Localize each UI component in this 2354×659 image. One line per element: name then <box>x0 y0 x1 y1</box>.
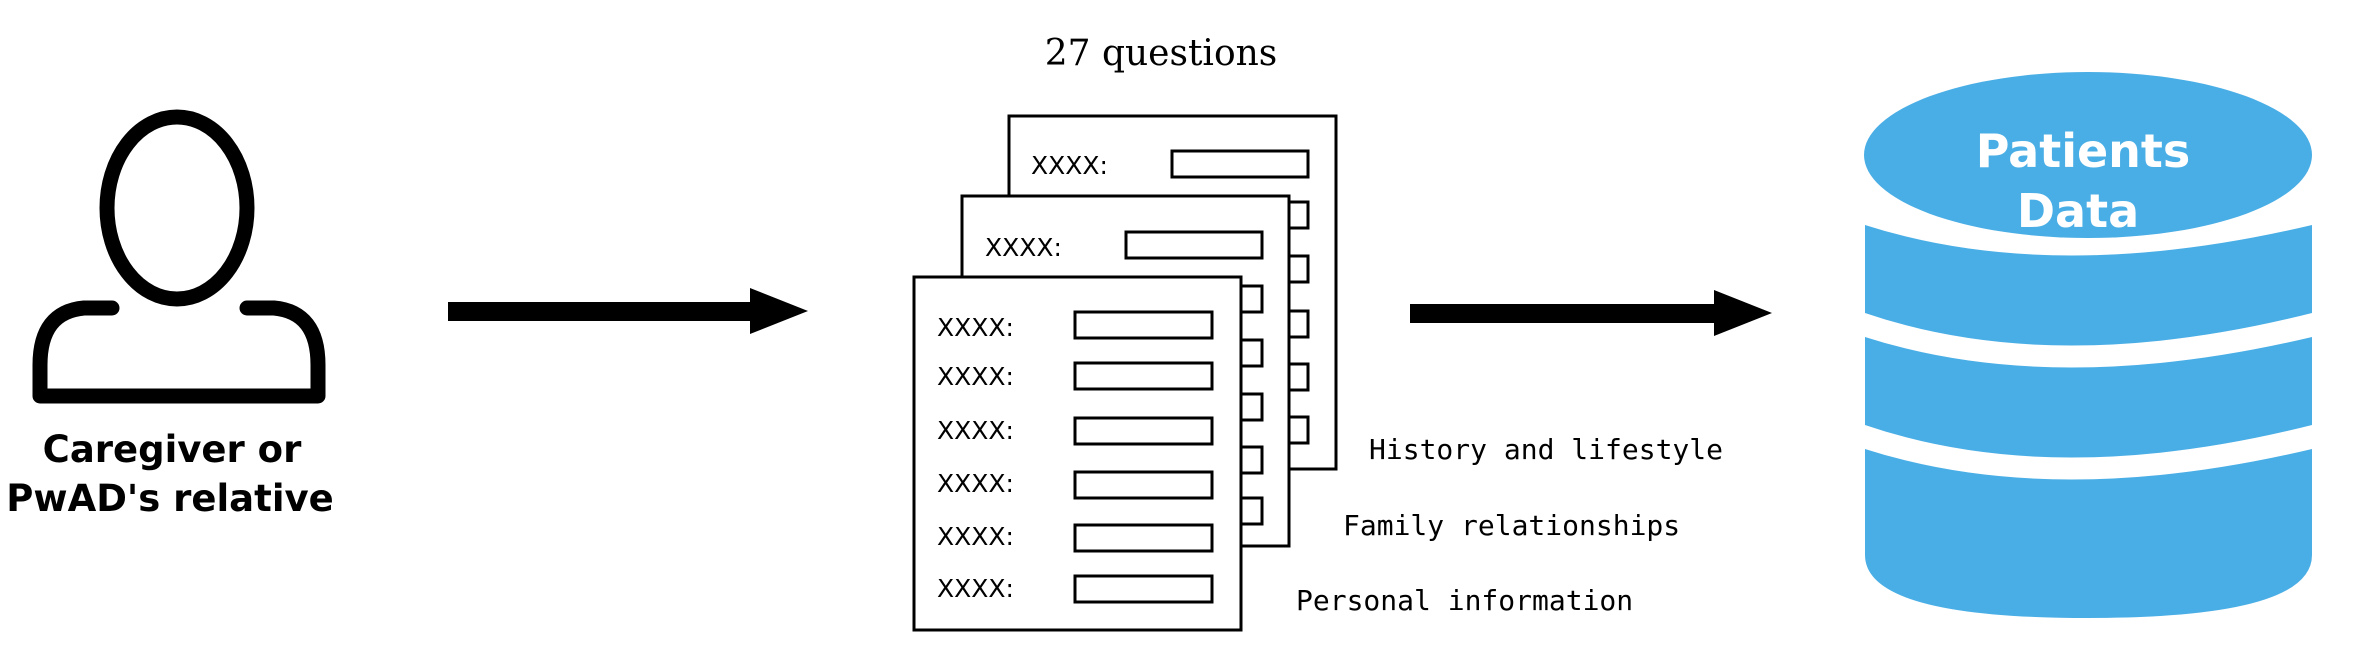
arrow-right-icon <box>448 288 808 334</box>
person-shoulders <box>32 300 326 404</box>
questions-count-label: 27 questions <box>1045 33 1278 74</box>
database-top <box>1864 72 2312 238</box>
form-field-label: XXXX: <box>937 522 1014 551</box>
form-field-label: XXXX: <box>937 362 1014 391</box>
database-icon <box>1864 72 2312 618</box>
database-layer-upper <box>1865 225 2312 346</box>
person-icon <box>32 109 326 404</box>
form-field-label: XXXX: <box>985 233 1062 262</box>
form-field-label: XXXX: <box>937 469 1014 498</box>
actor-label-line1: Caregiver or <box>43 428 302 471</box>
sheet-label-history: History and lifestyle <box>1369 433 1723 466</box>
database-label-line1: Patients <box>1976 124 2191 178</box>
arrow-right-icon <box>1410 290 1772 336</box>
database-label-line2: Data <box>2017 184 2139 238</box>
database-layer-bottom <box>1865 449 2312 618</box>
person-head <box>99 109 255 307</box>
database-layer-middle <box>1865 337 2312 458</box>
sheet-label-personal: Personal information <box>1296 584 1633 617</box>
form-field-label: XXXX: <box>1031 151 1108 180</box>
actor-label-line2: PwAD's relative <box>6 477 333 520</box>
form-sheet-personal: XXXX: XXXX: XXXX: XXXX: XXXX: XXXX: <box>912 275 1243 632</box>
form-field-label: XXXX: <box>937 313 1014 342</box>
sheet-label-family: Family relationships <box>1343 509 1680 542</box>
form-field-label: XXXX: <box>937 416 1014 445</box>
form-field-label: XXXX: <box>937 574 1014 603</box>
